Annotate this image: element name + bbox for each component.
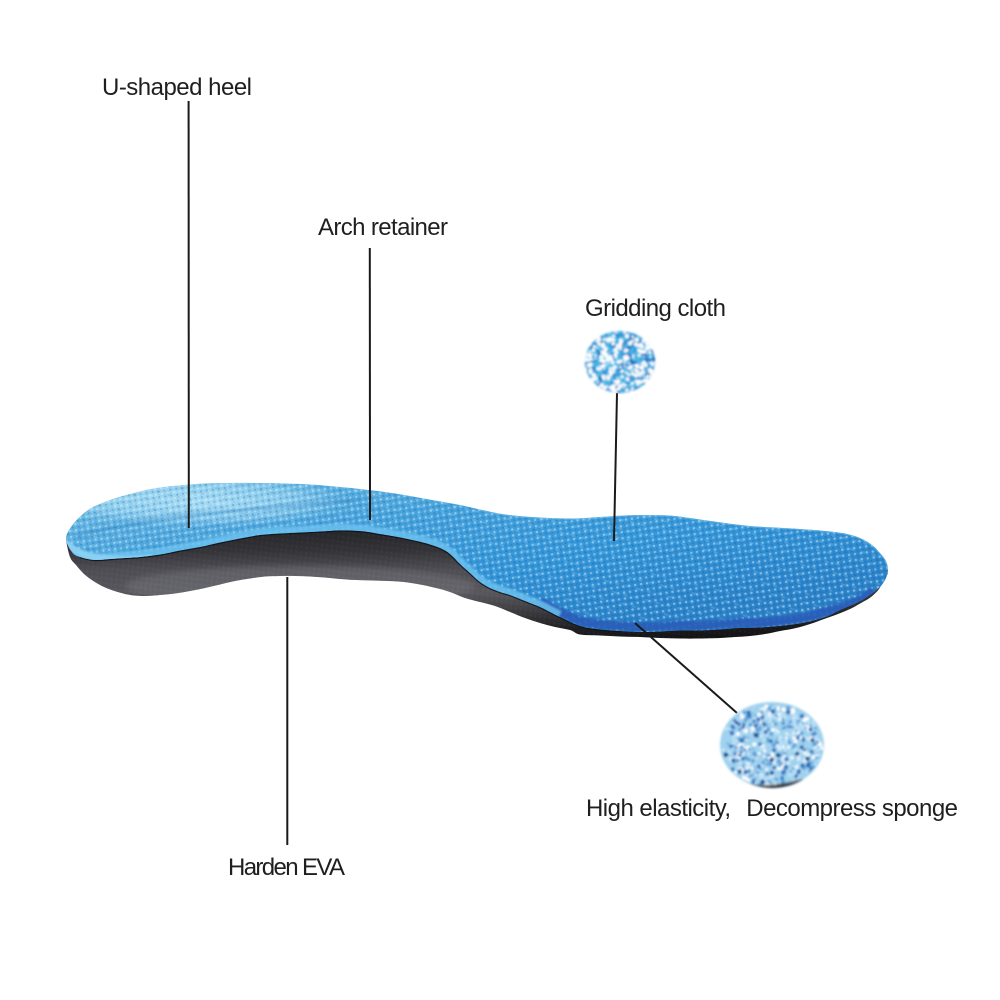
- svg-text:U-shaped heel: U-shaped heel: [102, 74, 252, 101]
- svg-text:Gridding cloth: Gridding cloth: [585, 295, 726, 322]
- svg-text:Arch retainer: Arch retainer: [318, 214, 448, 241]
- svg-text:High elasticity, Decompress s: High elasticity, Decompress sponge: [586, 795, 958, 822]
- svg-text:Harden EVA: Harden EVA: [228, 854, 345, 881]
